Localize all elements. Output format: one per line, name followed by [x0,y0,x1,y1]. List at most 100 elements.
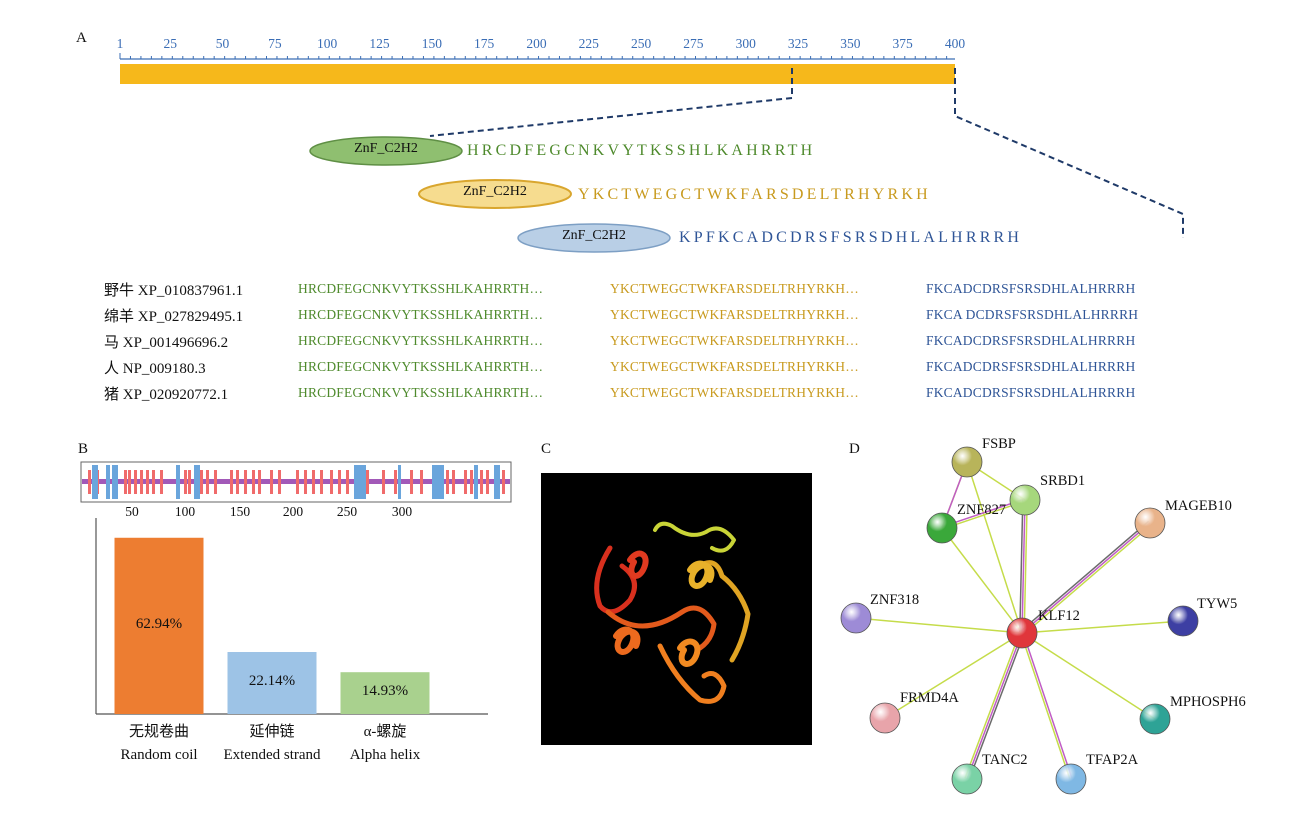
network-edge [941,527,1023,634]
ruler-tick-label: 175 [474,36,495,51]
ruler-tick-label: 225 [578,36,599,51]
network-edge [1022,632,1073,779]
helix-mark [270,470,273,494]
panel-label-c: C [541,441,552,457]
strand-mark [432,465,438,499]
helix-mark [420,470,423,494]
panel-label-b: B [78,441,89,457]
node-label-mageb10: MAGEB10 [1165,498,1232,514]
helix-mark [230,470,233,494]
species-label: 野牛 XP_010837961.1 [104,283,244,299]
network-edge [1022,524,1152,636]
ruler-tick-label: 50 [215,36,230,51]
category-label-cn: 无规卷曲 [128,724,189,740]
helix-mark [346,470,349,494]
category-label-en: Alpha helix [349,747,421,763]
node-label-klf12: KLF12 [1038,608,1080,624]
node-label-znf827: ZNF827 [957,502,1007,518]
domain-ellipse-1 [309,136,463,166]
category-label-en: Random coil [120,747,198,763]
helix-mark [88,470,91,494]
track-tick-label: 300 [391,504,413,519]
species-label: 猪 XP_020920772.1 [104,387,229,403]
alignment-seq-1: HRCDFEGCNKVYTKSSHLKAHRRTH… [298,385,544,400]
ruler-tick-label: 400 [944,36,966,51]
network-edge [1019,499,1024,633]
helix-mark [394,470,397,494]
node-mphosph6 [1139,703,1171,735]
track-tick-label: 150 [229,504,251,519]
node-label-tyw5: TYW5 [1197,596,1238,612]
helix-mark [446,470,449,494]
node-label-frmd4a: FRMD4A [900,690,959,706]
helix-mark [502,470,505,494]
alignment-seq-1: HRCDFEGCNKVYTKSSHLKAHRRTH… [298,359,544,374]
ruler-tick-label: 125 [369,36,390,51]
domain-label-1: ZnF_C2H2 [354,141,418,156]
ruler-tick-label: 375 [892,36,913,51]
strand-mark [494,465,500,499]
ruler-tick-label: 300 [735,36,756,51]
protein-bar [120,64,955,84]
strand-mark [92,465,98,499]
domain-sequence-1: HRCDFEGCNKVYTKSSHLKAHRRTH [467,142,816,159]
alignment-seq-2: YKCTWEGCTWKFARSDELTRHYRKH… [610,307,859,322]
species-label: 马 XP_001496696.2 [104,335,229,351]
helix-mark [382,470,385,494]
helix-mark [312,470,315,494]
node-label-tanc2: TANC2 [982,752,1028,768]
node-tyw5 [1167,605,1199,637]
helix-mark [464,470,467,494]
ruler-tick-label: 150 [421,36,442,51]
alignment-seq-2: YKCTWEGCTWKFARSDELTRHYRKH… [610,281,859,296]
helix-mark [188,470,191,494]
network-edge [1023,500,1028,634]
helix-mark [128,470,131,494]
alignment-seq-1: HRCDFEGCNKVYTKSSHLKAHRRTH… [298,307,544,322]
helix-mark [134,470,137,494]
node-label-znf318: ZNF318 [870,592,920,608]
helix-mark [338,470,341,494]
ruler-tick-label: 325 [787,36,809,51]
node-tfap2a [1055,763,1087,795]
network-edge [964,631,1021,779]
alignment-seq-3: FKCADCDRSFSRSDHLALHRRRH [926,385,1136,400]
alignment-seq-1: HRCDFEGCNKVYTKSSHLKAHRRTH… [298,281,544,296]
node-znf318 [840,602,872,634]
category-label-cn: 延伸链 [249,724,295,740]
network-edge [884,632,1023,719]
helix-mark [296,470,299,494]
callout-line-left [429,68,793,137]
ruler-tick-label: 200 [526,36,547,51]
bar-3 [340,672,430,714]
domain-ellipse-3 [517,223,671,253]
strand-mark [474,465,478,499]
node-fsbp [951,446,983,478]
helix-mark [206,470,209,494]
alignment-seq-3: FKCADCDRSFSRSDHLALHRRRH [926,333,1136,348]
strand-mark [438,465,444,499]
network-edge [968,633,1025,781]
domain-sequence-2: YKCTWEGCTWKFARSDELTRHYRKH [578,186,931,203]
helix-mark [486,470,489,494]
helix-mark [146,470,149,494]
node-frmd4a [869,702,901,734]
species-label: 人 NP_009180.3 [104,361,206,377]
ruler-tick-label: 250 [630,36,652,51]
helix-mark [366,470,369,494]
network-edge [1020,520,1150,632]
network-edge [1020,633,1071,780]
category-label-cn: α-螺旋 [363,724,407,740]
strand-mark [354,465,360,499]
callout-line-right [954,68,1184,238]
ruler-tick-label: 100 [317,36,338,51]
alignment-seq-3: FKCADCDRSFSRSDHLALHRRRH [926,359,1136,374]
ruler-tick-label: 275 [683,36,704,51]
protein-ribbon [594,521,751,704]
node-tanc2 [951,763,983,795]
helix-mark [320,470,323,494]
helix-mark [160,470,163,494]
helix-mark [236,470,239,494]
strand-mark [360,465,366,499]
helix-mark [258,470,261,494]
